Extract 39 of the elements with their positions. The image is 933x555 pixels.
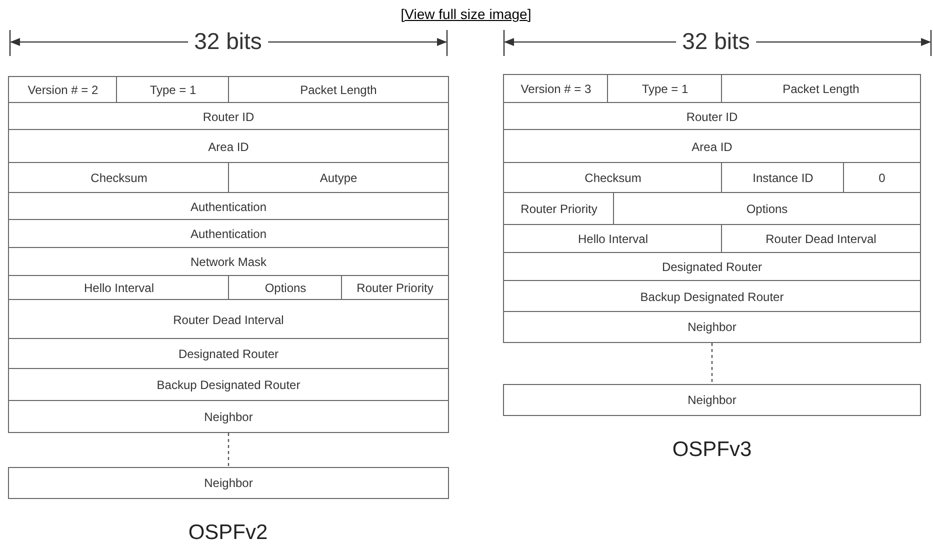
packet-field: Packet Length — [228, 76, 449, 104]
packet-field: Checksum — [503, 162, 723, 194]
packet-field: Authentication — [8, 192, 449, 221]
packet-field: Options — [613, 192, 921, 226]
format-title: OSPFv2 — [188, 521, 268, 545]
format-title: OSPFv3 — [672, 438, 752, 462]
packet-field: Router Priority — [503, 192, 615, 226]
continuation-line — [711, 343, 713, 384]
packet-field: Area ID — [503, 129, 921, 164]
packet-field: Neighbor — [8, 400, 449, 433]
packet-field: Type = 1 — [116, 76, 230, 104]
packet-field: Designated Router — [503, 252, 921, 282]
packet-field: Packet Length — [721, 74, 921, 104]
packet-field: Area ID — [8, 129, 449, 164]
packet-field: Router Dead Interval — [721, 224, 921, 254]
packet-field: Checksum — [8, 162, 230, 194]
packet-field: Autype — [228, 162, 449, 194]
packet-field: Backup Designated Router — [503, 280, 921, 313]
packet-field: Version # = 2 — [8, 76, 118, 104]
packet-field: Designated Router — [8, 338, 449, 370]
continuation-line — [228, 433, 230, 467]
packet-field: Network Mask — [8, 247, 449, 277]
packet-field: Neighbor — [503, 384, 921, 416]
packet-field: Neighbor — [8, 467, 449, 499]
packet-field: Router Priority — [341, 275, 449, 301]
packet-field: Authentication — [8, 219, 449, 249]
packet-field: Router ID — [503, 102, 921, 131]
packet-field: Router Dead Interval — [8, 299, 449, 340]
packet-field: Hello Interval — [8, 275, 230, 301]
packet-field: Router ID — [8, 102, 449, 131]
packet-field: Neighbor — [503, 311, 921, 343]
packet-field: Instance ID — [721, 162, 845, 194]
packet-field: Hello Interval — [503, 224, 723, 254]
packet-field: Type = 1 — [607, 74, 723, 104]
view-link: [View full size image] — [400, 6, 532, 22]
packet-field: Options — [228, 275, 343, 301]
packet-field: Backup Designated Router — [8, 368, 449, 402]
packet-field: Version # = 3 — [503, 74, 609, 104]
packet-field: 0 — [843, 162, 921, 194]
